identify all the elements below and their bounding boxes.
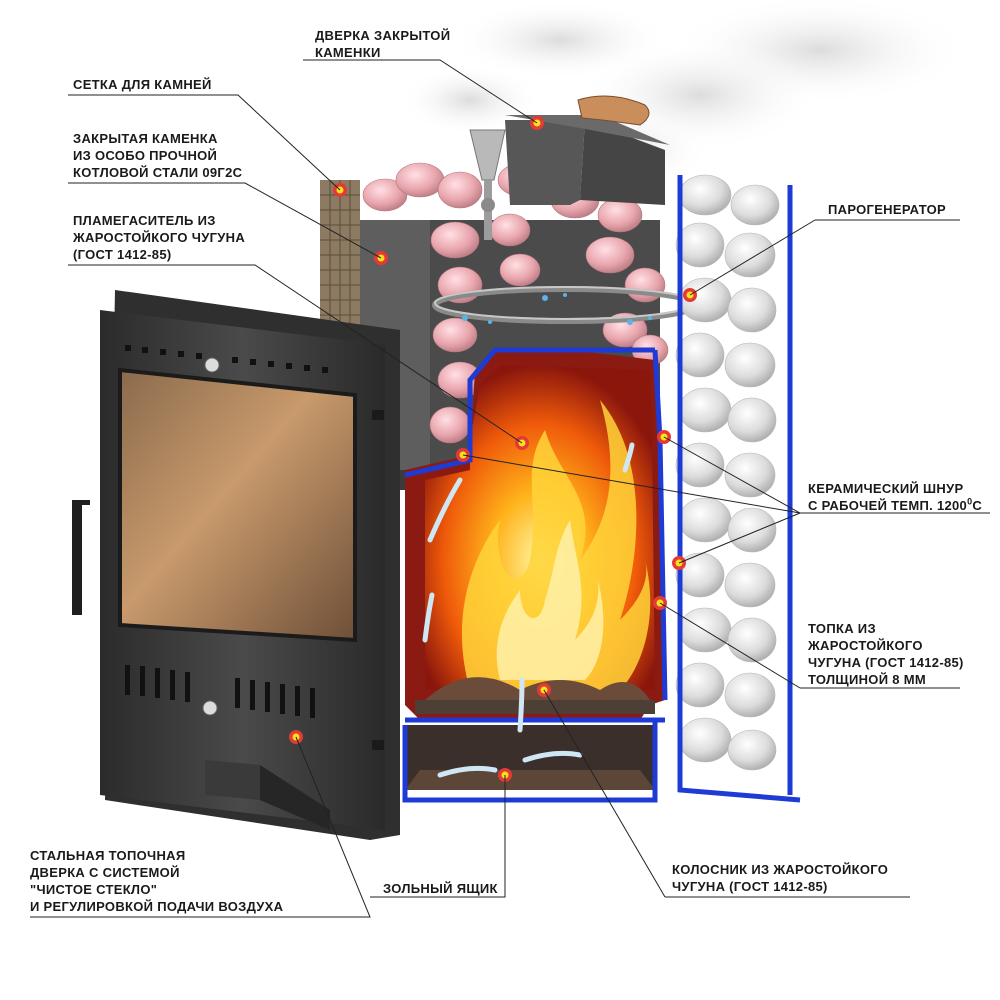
label-ceramic-cord-degree: 0 (967, 496, 973, 507)
water-funnel (469, 129, 506, 240)
stone-grid (320, 180, 360, 330)
label-closed-heater-line-1: ЗАКРЫТАЯ КАМЕНКА (73, 131, 218, 146)
label-ash-box-line-1: ЗОЛЬНЫЙ ЯЩИК (383, 881, 498, 896)
label-stone-door: ДВЕРКА ЗАКРЫТОЙ КАМЕНКИ (315, 27, 450, 61)
label-firebox-line-1: ТОПКА ИЗ (808, 621, 876, 636)
label-stone-door-line-2: КАМЕНКИ (315, 45, 381, 60)
label-ceramic-cord-temp: С РАБОЧЕЙ ТЕМП. 1200 (808, 498, 968, 513)
leader-lines (30, 59, 990, 918)
label-flame-arrester-line-2: ЖАРОСТОЙКОГО ЧУГУНА (73, 230, 246, 245)
label-steam-generator-line-1: ПАРОГЕНЕРАТОР (828, 202, 947, 217)
label-grate-line-2: ЧУГУНА (ГОСТ 1412-85) (672, 879, 828, 894)
steam-cloud (400, 0, 970, 190)
label-fire-door-line-4: И РЕГУЛИРОВКОЙ ПОДАЧИ ВОЗДУХА (30, 899, 284, 914)
label-firebox-line-4: ТОЛЩИНОЙ 8 ММ (808, 672, 926, 687)
label-firebox: ТОПКА ИЗ ЖАРОСТОЙКОГО ЧУГУНА (ГОСТ 1412-… (808, 620, 964, 688)
label-fire-door-line-1: СТАЛЬНАЯ ТОПОЧНАЯ (30, 848, 186, 863)
label-flame-arrester-line-3: (ГОСТ 1412-85) (73, 247, 172, 262)
casing-walls (677, 175, 801, 803)
label-flame-arrester: ПЛАМЕГАСИТЕЛЬ ИЗ ЖАРОСТОЙКОГО ЧУГУНА (ГО… (73, 212, 245, 263)
label-ceramic-cord-unit: С (972, 498, 983, 513)
stone-door (505, 95, 670, 205)
label-stone-door-line-1: ДВЕРКА ЗАКРЫТОЙ (315, 28, 451, 43)
label-firebox-line-2: ЖАРОСТОЙКОГО (808, 638, 923, 653)
label-closed-heater-line-2: ИЗ ОСОБО ПРОЧНОЙ (73, 148, 218, 163)
label-fire-door-line-2: ДВЕРКА С СИСТЕМОЙ (30, 865, 180, 880)
label-steam-generator: ПАРОГЕНЕРАТОР (828, 201, 946, 218)
label-flame-arrester-line-1: ПЛАМЕГАСИТЕЛЬ ИЗ (73, 213, 216, 228)
label-stone-grid-line-1: СЕТКА ДЛЯ КАМНЕЙ (73, 77, 212, 92)
label-closed-heater-line-3: КОТЛОВОЙ СТАЛИ 09Г2С (73, 165, 243, 180)
firebox (404, 347, 668, 723)
label-fire-door: СТАЛЬНАЯ ТОПОЧНАЯ ДВЕРКА С СИСТЕМОЙ "ЧИС… (30, 847, 283, 915)
ash-drawer-handle (205, 760, 330, 830)
label-ceramic-cord-line-1: КЕРАМИЧЕСКИЙ ШНУР (808, 481, 964, 496)
casing-stones (675, 174, 780, 771)
fire-door (72, 290, 400, 840)
label-ceramic-cord-line-2: С РАБОЧЕЙ ТЕМП. 12000С (808, 497, 982, 514)
label-grate: КОЛОСНИК ИЗ ЖАРОСТОЙКОГО ЧУГУНА (ГОСТ 14… (672, 861, 888, 895)
label-stone-grid: СЕТКА ДЛЯ КАМНЕЙ (73, 76, 212, 93)
label-ceramic-cord: КЕРАМИЧЕСКИЙ ШНУР С РАБОЧЕЙ ТЕМП. 12000С (808, 480, 982, 514)
label-ash-box: ЗОЛЬНЫЙ ЯЩИК (383, 880, 498, 897)
label-grate-line-1: КОЛОСНИК ИЗ ЖАРОСТОЙКОГО (672, 862, 889, 877)
label-fire-door-line-3: "ЧИСТОЕ СТЕКЛО" (30, 882, 158, 897)
label-closed-heater: ЗАКРЫТАЯ КАМЕНКА ИЗ ОСОБО ПРОЧНОЙ КОТЛОВ… (73, 130, 242, 181)
label-firebox-line-3: ЧУГУНА (ГОСТ 1412-85) (808, 655, 964, 670)
